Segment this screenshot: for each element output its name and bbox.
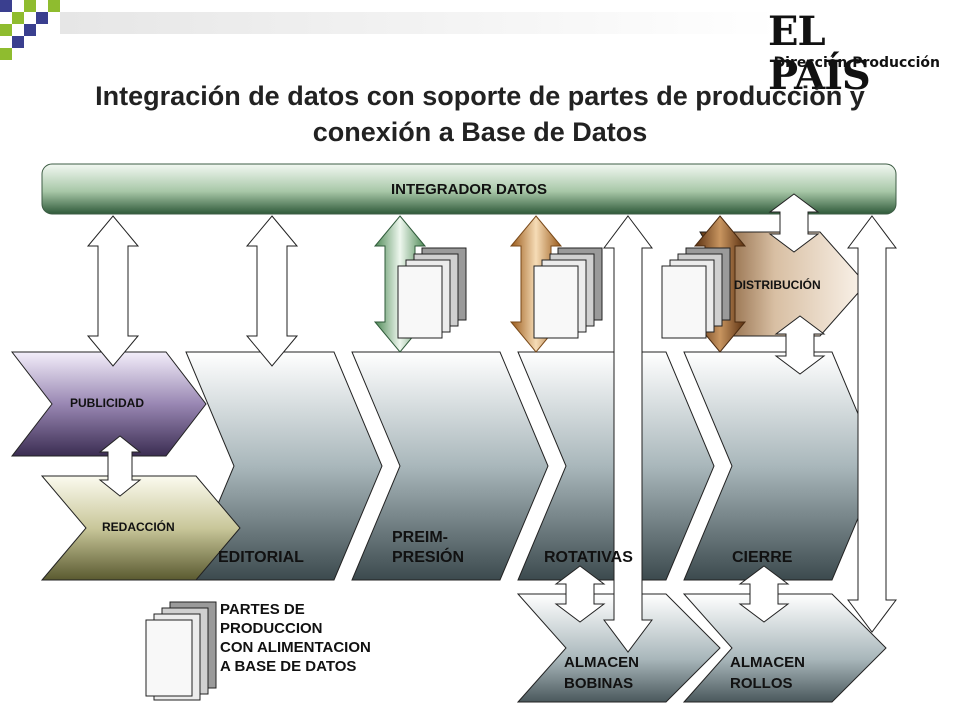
preimpresion-label-1: PREIM- <box>392 529 448 546</box>
almacen-rollos-label-2: ROLLOS <box>730 675 793 692</box>
arrow-editorial <box>245 215 299 367</box>
distribucion-label: DISTRIBUCIÓN <box>734 278 821 292</box>
arrow-rotativas-bobinas <box>554 565 606 623</box>
arrow-integrador-bobinas <box>603 215 653 653</box>
redaccion-label: REDACCIÓN <box>102 520 175 534</box>
arrow-publicidad <box>86 215 140 367</box>
legend-text: PARTES DE PRODUCCION CON ALIMENTACION A … <box>220 601 371 675</box>
arrow-distribucion-cierre <box>774 315 826 375</box>
document-stack-icon <box>661 247 731 339</box>
logo-main-text: EL PAÍS <box>768 8 871 99</box>
el-pais-logo: EL PAÍS Dirección Producción <box>768 10 948 98</box>
corner-decoration <box>0 0 780 60</box>
legend-document-stack-icon <box>145 601 217 701</box>
publicidad-shape <box>10 351 207 457</box>
almacen-rollos-label-1: ALMACEN <box>730 654 805 671</box>
stage-cierre-shape <box>683 351 881 581</box>
almacen-bobinas-shape <box>516 593 721 703</box>
arrow-redaccion-publicidad <box>98 435 142 497</box>
preimpresion-label-2: PRESIÓN <box>392 549 465 566</box>
slide-title: Integración de datos con soporte de part… <box>95 81 865 147</box>
arrow-integrador-distribucion <box>768 193 820 253</box>
cierre-label: CIERRE <box>732 549 793 566</box>
almacen-bobinas-label-1: ALMACEN <box>564 654 639 671</box>
logo-sub-text: Dirección Producción <box>773 55 940 71</box>
redaccion-shape <box>40 475 241 581</box>
document-stack-icon <box>533 247 603 339</box>
editorial-label: EDITORIAL <box>218 549 304 566</box>
publicidad-label: PUBLICIDAD <box>70 396 144 410</box>
integrator-bar <box>41 163 897 215</box>
rotativas-label: ROTATIVAS <box>544 549 633 566</box>
arrow-integrador-rollos <box>847 215 897 633</box>
integrator-label: INTEGRADOR DATOS <box>390 181 548 198</box>
almacen-rollos-shape <box>682 593 887 703</box>
almacen-bobinas-label-2: BOBINAS <box>564 675 634 692</box>
stage-preimpresion-shape <box>351 351 549 581</box>
document-stack-icon <box>397 247 467 339</box>
arrow-cierre-rollos <box>738 565 790 623</box>
